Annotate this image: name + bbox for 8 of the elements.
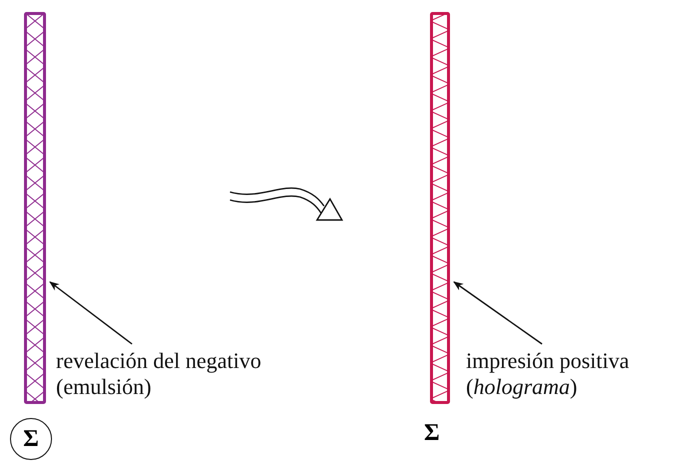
plate-caption: revelación del negativo (emulsión): [56, 348, 326, 404]
sigma-symbol: Σ: [424, 419, 440, 448]
plate-caption: impresión positiva (holograma): [466, 348, 694, 404]
hatched-plate: [24, 12, 46, 404]
leader-arrow: [453, 281, 542, 345]
leader-arrow: [49, 281, 132, 345]
circled-symbol: Σ: [10, 418, 52, 460]
hatched-plate: [430, 12, 450, 404]
